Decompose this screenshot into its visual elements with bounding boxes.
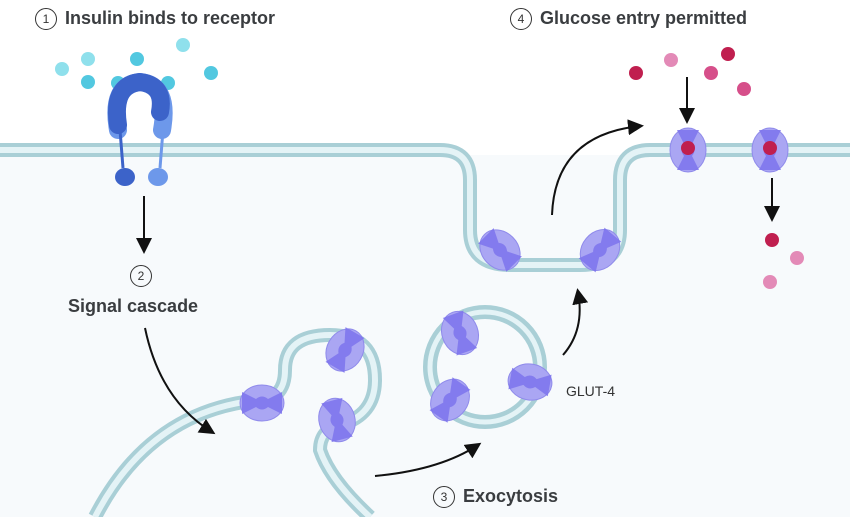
step-2-number: 2 (130, 265, 152, 288)
arrow-cascade-to-endosome (144, 327, 216, 435)
step-4-label: 4 Glucose entry permitted (510, 8, 748, 31)
step-4-text: Glucose entry permitted (540, 8, 748, 28)
step-4-number: 4 (510, 8, 532, 31)
glucose-molecule (765, 233, 779, 247)
arrow-to-vesicle (374, 442, 482, 477)
glucose-molecule (721, 47, 735, 61)
arrows (136, 77, 780, 477)
step-1-label: 1 Insulin binds to receptor (35, 8, 276, 31)
glut4-label: GLUT-4 (566, 383, 616, 399)
step-1-number: 1 (35, 8, 57, 31)
step-2-number-wrap: 2 (130, 265, 160, 288)
step-1-text: Insulin binds to receptor (65, 8, 276, 28)
step-2-text: Signal cascade (68, 296, 199, 316)
glucose-molecule (704, 66, 718, 80)
glucose-molecule (629, 66, 643, 80)
arrow-vesicle-to-membrane (562, 288, 589, 356)
plasma-membrane (0, 143, 850, 272)
glut4-transporter (239, 384, 285, 422)
glucose-molecule (664, 53, 678, 67)
glucose-molecule (790, 251, 804, 265)
arrow-fusion-to-surface (551, 119, 644, 216)
glucose-molecule (763, 275, 777, 289)
glucose-molecule (737, 82, 751, 96)
insulin-molecules (55, 38, 218, 90)
glucose-molecule (763, 141, 777, 155)
glucose-molecule (681, 141, 695, 155)
step-3-number: 3 (433, 486, 455, 509)
step-3-text: Exocytosis (463, 486, 559, 506)
step-3-label: 3 Exocytosis (433, 486, 559, 509)
insulin-receptor (107, 72, 173, 186)
